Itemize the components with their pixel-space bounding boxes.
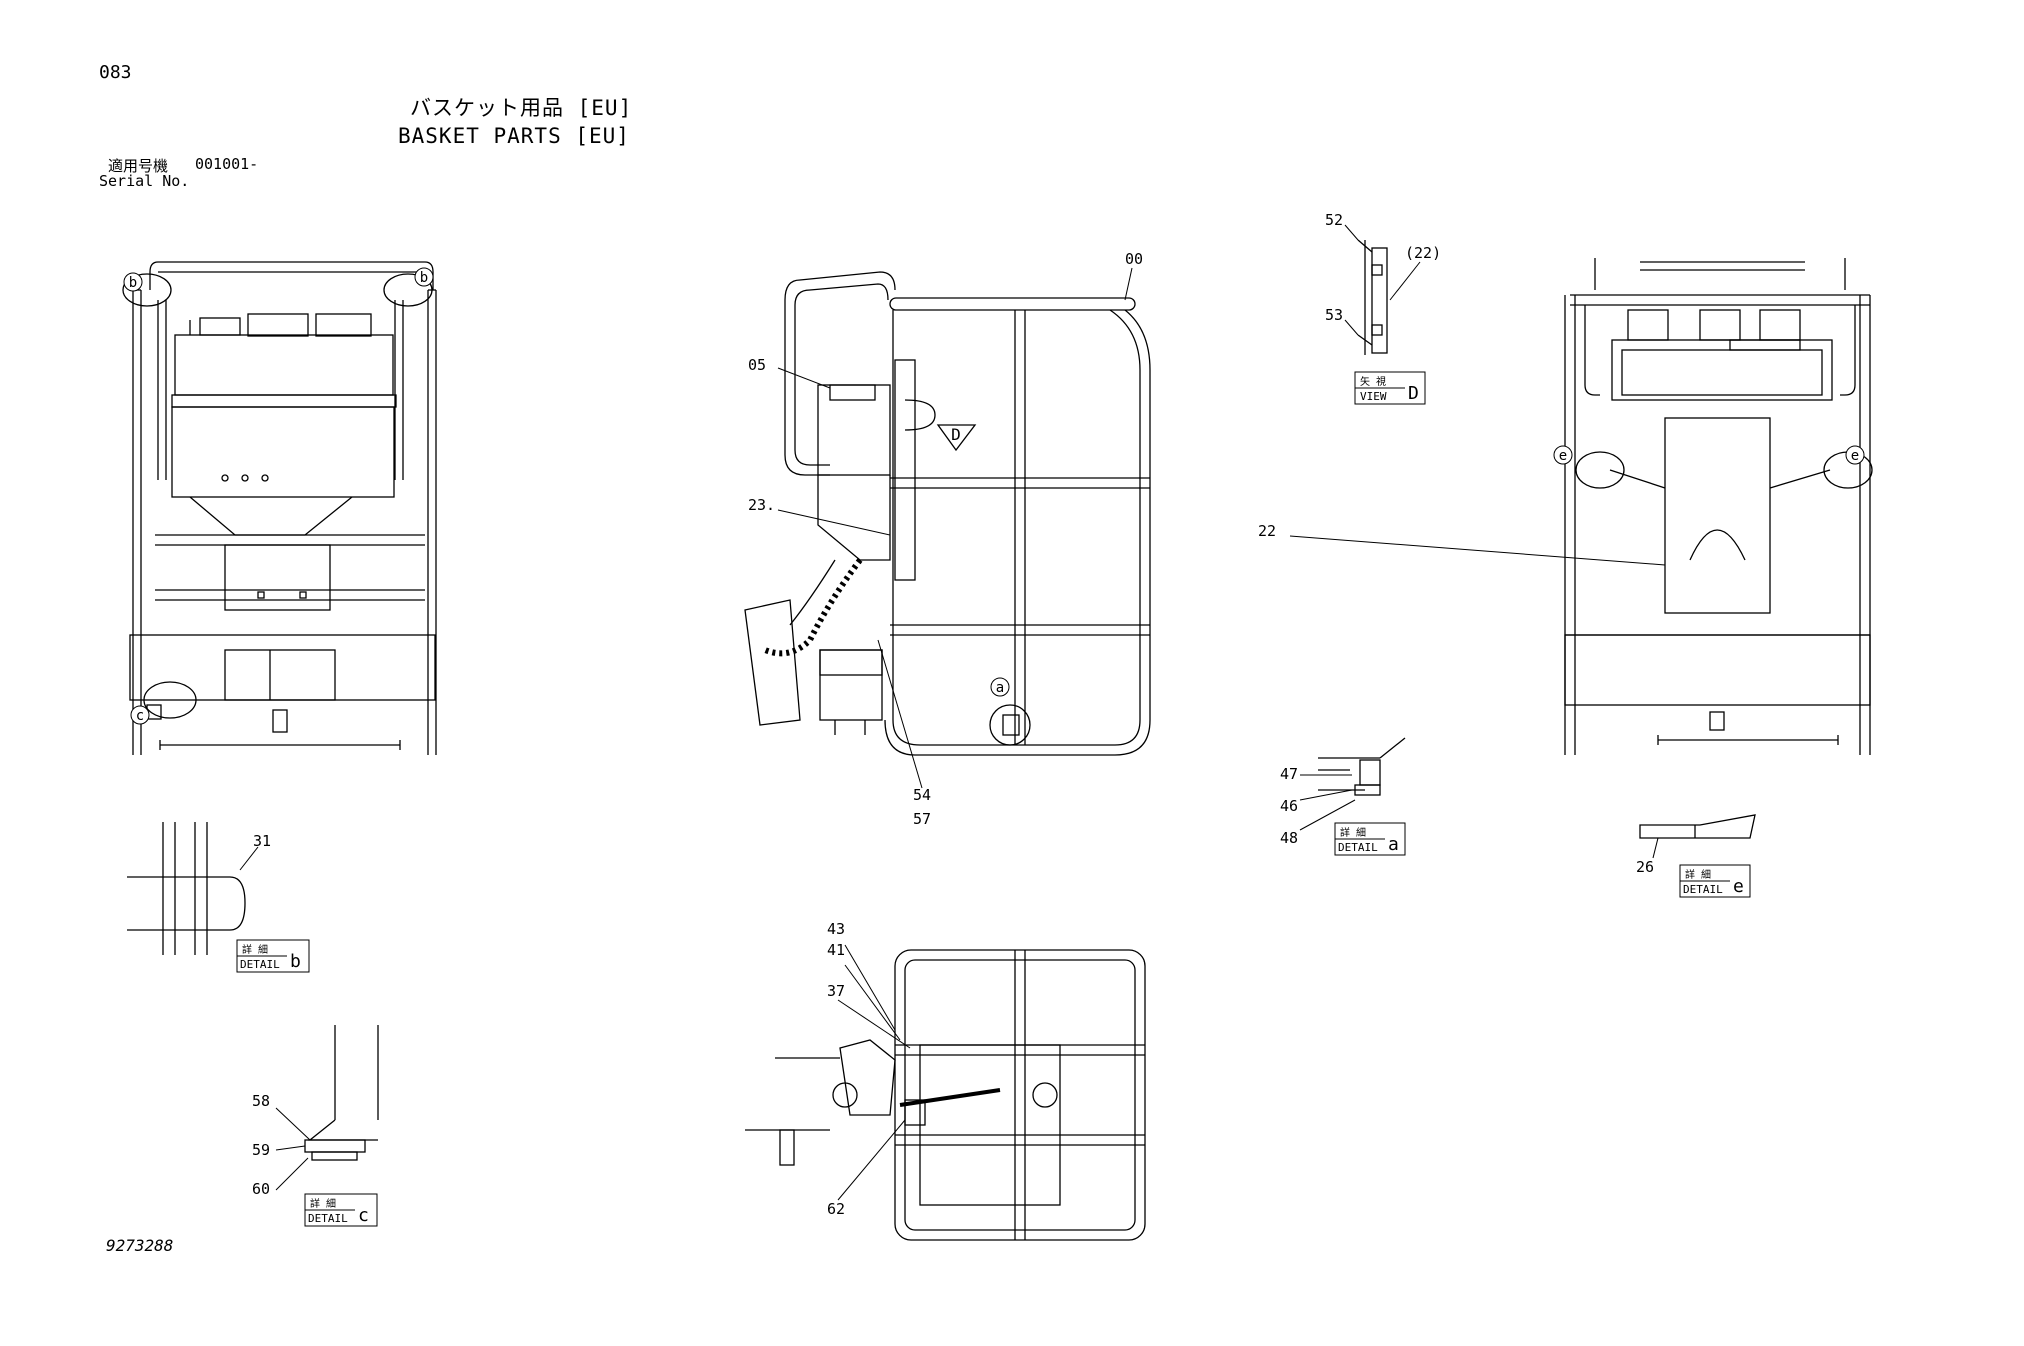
detail-a-box-jp: 詳 細 (1340, 826, 1366, 839)
detail-b (127, 822, 246, 955)
serial-number-range: 001001- (195, 155, 259, 173)
detail-c-box-jp: 詳 細 (310, 1197, 336, 1210)
callout-48: 48 (1280, 829, 1298, 847)
callout-37: 37 (827, 982, 845, 1000)
detail-e (1639, 814, 1756, 839)
basket-rear-view (1564, 258, 1873, 755)
callout-31: 31 (253, 832, 271, 850)
marker-a: a (996, 680, 1004, 696)
detail-a (1318, 737, 1406, 796)
callout-41: 41 (827, 941, 845, 959)
detail-e-box-en: DETAIL (1683, 883, 1723, 896)
detail-b-box-letter: b (290, 951, 301, 972)
callout-46: 46 (1280, 797, 1298, 815)
marker-b-left: b (129, 275, 137, 291)
part-callouts: 00 05 23. 54 57 52 53 (22) 22 47 46 48 2… (252, 211, 1654, 1218)
callout-47: 47 (1280, 765, 1298, 783)
callout-05: 05 (748, 356, 766, 374)
callout-54: 54 (913, 786, 931, 804)
marker-c: c (136, 708, 144, 724)
detail-b-box-en: DETAIL (240, 958, 280, 971)
leader-lines (239, 224, 1666, 1201)
detail-c (304, 1025, 379, 1161)
callout-26: 26 (1636, 858, 1654, 876)
basket-front-view (122, 261, 437, 755)
detail-marker-labels: b b c a e e D (123, 267, 1865, 725)
marker-b-right: b (420, 270, 428, 286)
view-d-detail (1357, 239, 1388, 355)
title-japanese: バスケット用品 [EU] (410, 96, 633, 120)
detail-c-box-en: DETAIL (308, 1212, 348, 1225)
label-box-view-d: 矢 視 VIEW D (1354, 371, 1426, 405)
label-box-detail-b: 詳 細 DETAIL b (236, 939, 310, 973)
basket-side-view (744, 271, 1151, 756)
basket-plan-view (745, 949, 1146, 1241)
detail-c-box-letter: c (358, 1205, 369, 1226)
callout-59: 59 (252, 1141, 270, 1159)
callout-62: 62 (827, 1200, 845, 1218)
callout-60: 60 (252, 1180, 270, 1198)
callout-22-ref: (22) (1405, 244, 1441, 262)
detail-e-box-jp: 詳 細 (1685, 868, 1711, 881)
label-box-detail-e: 詳 細 DETAIL e (1679, 864, 1751, 898)
callout-23: 23. (748, 496, 775, 514)
callout-57: 57 (913, 810, 931, 828)
view-box-letter: D (1408, 383, 1419, 404)
marker-e-right: e (1851, 448, 1859, 464)
callout-53: 53 (1325, 306, 1343, 324)
drawing-number: 9273288 (106, 1236, 174, 1255)
detail-e-box-letter: e (1733, 876, 1744, 897)
label-box-detail-a: 詳 細 DETAIL a (1334, 822, 1406, 856)
label-box-detail-c: 詳 細 DETAIL c (304, 1193, 378, 1227)
callout-22: 22 (1258, 522, 1276, 540)
marker-e-left: e (1559, 448, 1567, 464)
callout-43: 43 (827, 920, 845, 938)
detail-b-box-jp: 詳 細 (242, 943, 268, 956)
callout-58: 58 (252, 1092, 270, 1110)
page-number: 083 (99, 62, 132, 83)
view-box-en: VIEW (1360, 390, 1387, 403)
view-box-jp: 矢 視 (1360, 375, 1386, 388)
view-arrow-d-label: D (951, 425, 961, 444)
serial-label-japanese: 適用号機 (108, 157, 169, 175)
detail-a-box-en: DETAIL (1338, 841, 1378, 854)
callout-52: 52 (1325, 211, 1343, 229)
title-english: BASKET PARTS [EU] (398, 124, 630, 148)
callout-00: 00 (1125, 250, 1143, 268)
detail-a-box-letter: a (1388, 834, 1399, 855)
serial-label-english: Serial No. (99, 172, 190, 190)
